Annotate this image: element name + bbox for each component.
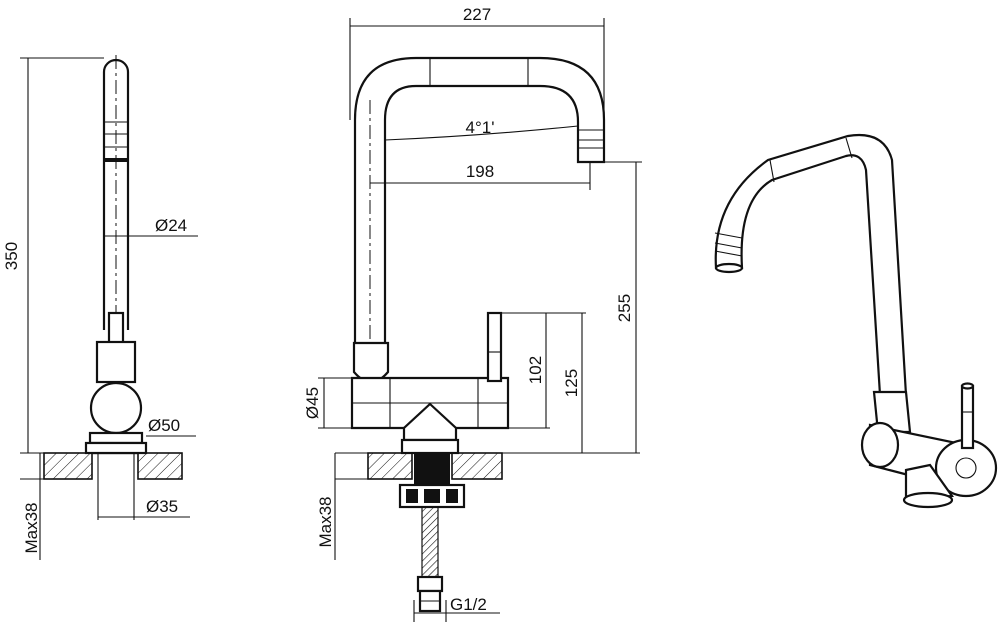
dim-front-max-thickness: Max38 bbox=[316, 496, 335, 547]
dim-side-hole-diameter: Ø35 bbox=[146, 497, 178, 516]
front-lever bbox=[486, 311, 503, 383]
dim-front-connection: G1/2 bbox=[450, 595, 487, 614]
dim-side-max-thickness: Max38 bbox=[22, 502, 41, 553]
dim-front-lever-height-1: 102 bbox=[526, 356, 545, 384]
front-spout bbox=[353, 56, 606, 345]
dim-front-reach: 198 bbox=[466, 162, 494, 181]
front-countertop bbox=[335, 452, 640, 480]
dim-front-outlet-height: 255 bbox=[615, 294, 634, 322]
side-body-round bbox=[89, 381, 143, 435]
perspective-view bbox=[714, 133, 998, 509]
perspective-lever bbox=[960, 384, 975, 450]
dim-side-base-diameter: Ø50 bbox=[148, 416, 180, 435]
perspective-spout bbox=[714, 133, 908, 397]
dim-side-height: 350 bbox=[2, 242, 21, 270]
dim-front-width: 227 bbox=[463, 5, 491, 24]
dim-front-lever-height-2: 125 bbox=[562, 369, 581, 397]
front-view: 227 4°1' 198 255 102 125 Ø45 Max38 G1/2 bbox=[303, 5, 642, 622]
side-countertop bbox=[20, 451, 183, 480]
dim-side-spout-diameter: Ø24 bbox=[155, 216, 187, 235]
dim-front-angle: 4°1' bbox=[466, 118, 495, 137]
dim-front-body-diameter: Ø45 bbox=[303, 387, 322, 419]
side-view: 350 Ø24 Ø50 Ø35 Max38 bbox=[2, 55, 198, 560]
